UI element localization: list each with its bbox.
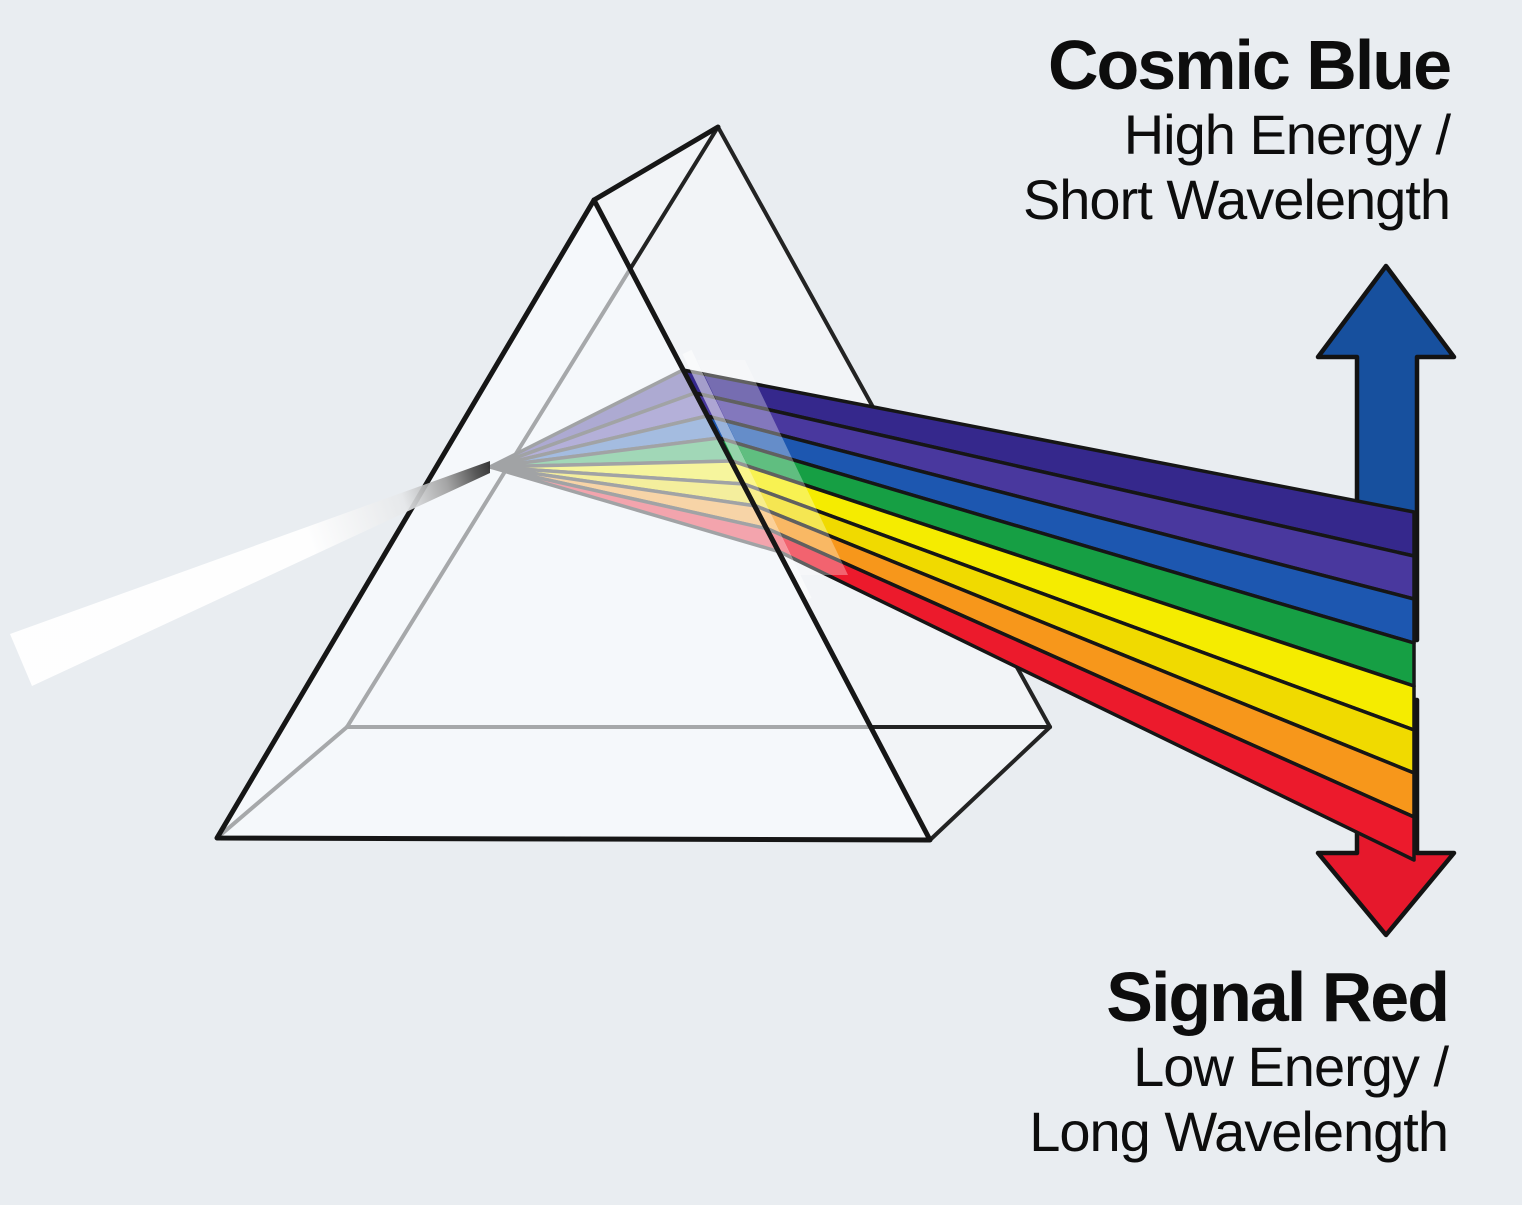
high-energy-line: High Energy / <box>1123 103 1451 166</box>
long-wavelength-line: Long Wavelength <box>1029 1100 1449 1163</box>
prism-front-triangle-outline <box>214 197 933 843</box>
cosmic-blue-title: Cosmic Blue <box>1048 26 1452 104</box>
short-wavelength-line: Short Wavelength <box>1022 168 1451 231</box>
cosmic-blue-label-block: Cosmic Blue High Energy / Short Waveleng… <box>1022 26 1452 232</box>
incoming-light-beam <box>10 461 490 686</box>
low-energy-line: Low Energy / <box>1133 1035 1449 1098</box>
signal-red-title: Signal Red <box>1106 958 1450 1036</box>
prism-exit-face-highlight <box>682 349 848 603</box>
prism-apex-ridge <box>591 124 721 203</box>
exit-bevel-haze <box>697 360 848 575</box>
exit-bevel-shine <box>682 349 812 603</box>
prism-front-face <box>217 200 930 840</box>
prism-front-edges <box>214 124 933 843</box>
prism-bottom-right-connector <box>928 725 1052 842</box>
signal-red-label-block: Signal Red Low Energy / Long Wavelength <box>1029 958 1450 1164</box>
